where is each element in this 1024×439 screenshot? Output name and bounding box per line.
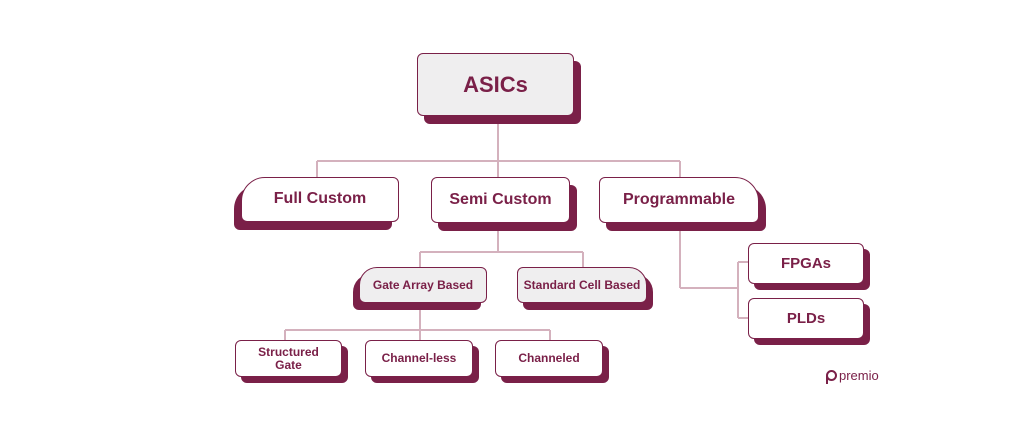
node-structured-gate-label: Structured Gate xyxy=(235,340,342,377)
node-asics: ASICs xyxy=(417,53,581,124)
node-plds-label: PLDs xyxy=(748,298,864,339)
node-structured-gate: Structured Gate xyxy=(235,340,348,383)
node-gate-array-based: Gate Array Based xyxy=(353,267,487,310)
node-standard-cell-based: Standard Cell Based xyxy=(517,267,653,310)
premio-logo-icon xyxy=(826,370,837,384)
node-fpgas: FPGAs xyxy=(748,243,870,290)
node-full-custom: Full Custom xyxy=(234,177,399,230)
node-fpgas-label: FPGAs xyxy=(748,243,864,284)
node-full-custom-label: Full Custom xyxy=(241,177,399,222)
premio-logo: premio xyxy=(826,368,879,384)
node-semi-custom: Semi Custom xyxy=(431,177,577,231)
node-plds: PLDs xyxy=(748,298,870,345)
node-channel-less-label: Channel-less xyxy=(365,340,473,377)
premio-logo-text: premio xyxy=(839,368,879,383)
node-channel-less: Channel-less xyxy=(365,340,479,383)
node-channeled: Channeled xyxy=(495,340,609,383)
node-semi-custom-label: Semi Custom xyxy=(431,177,570,223)
node-programmable: Programmable xyxy=(599,177,766,231)
node-programmable-label: Programmable xyxy=(599,177,759,223)
node-asics-label: ASICs xyxy=(417,53,574,116)
node-standard-cell-based-label: Standard Cell Based xyxy=(517,267,647,303)
node-gate-array-based-label: Gate Array Based xyxy=(359,267,487,303)
node-channeled-label: Channeled xyxy=(495,340,603,377)
